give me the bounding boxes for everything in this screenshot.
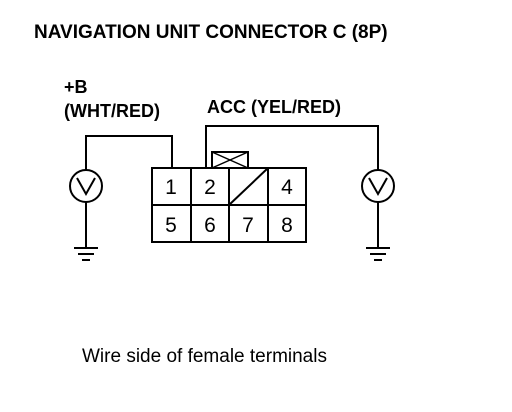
diagram-caption: Wire side of female terminals [82,346,327,367]
right-ground-icon [366,247,390,261]
pin-8-label: 8 [281,214,293,237]
left-probe-label-line2: (WHT/RED) [64,101,160,121]
right-probe-wire [205,125,379,248]
connector-lock-tab-icon [211,151,249,169]
diagram-title: NAVIGATION UNIT CONNECTOR C (8P) [34,22,388,43]
left-probe-wire [85,135,173,248]
pin-4-label: 4 [281,176,293,199]
left-ground-icon [74,247,98,261]
unused-cavity-mark [228,167,269,206]
pin-6-label: 6 [204,214,216,237]
pin-2-label: 2 [204,176,216,199]
left-voltmeter-icon [69,169,103,203]
right-probe-label: ACC (YEL/RED) [207,97,341,117]
pin-1-label: 1 [165,176,177,199]
right-voltmeter-icon [361,169,395,203]
left-probe-label-line1: +B [64,77,88,97]
pin-7-label: 7 [242,214,254,237]
connector-body [151,167,307,243]
pin-5-label: 5 [165,214,177,237]
